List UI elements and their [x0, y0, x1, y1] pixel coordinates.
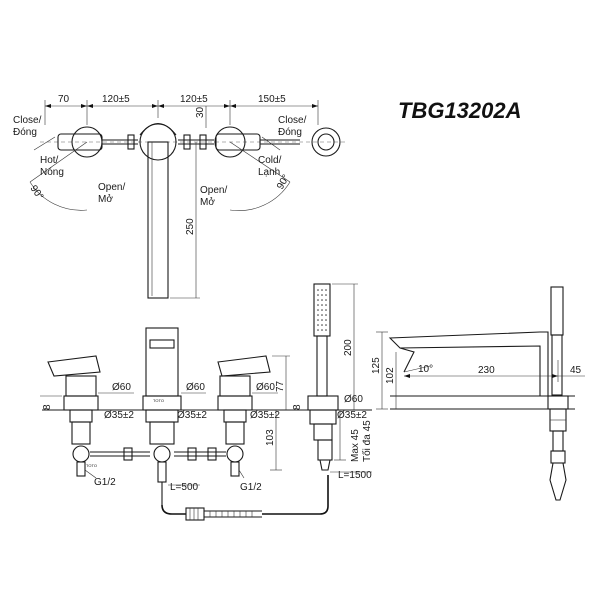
- d60-2: Ø60: [186, 382, 205, 393]
- dim-200: 200: [343, 339, 354, 356]
- dim-230: 230: [478, 365, 495, 376]
- top-view: 70 120±5 120±5 150±5 30 Close/ Đóng Hot/…: [13, 94, 345, 299]
- g12-left: G1/2: [94, 477, 116, 488]
- left-hot-label: Hot/: [40, 155, 59, 166]
- dim-150: 150±5: [258, 94, 286, 105]
- d35-2: Ø35±2: [177, 410, 207, 421]
- d35-4: Ø35±2: [337, 410, 367, 421]
- dim-30: 30: [195, 106, 206, 118]
- d35-1: Ø35±2: [104, 410, 134, 421]
- left-close-label: Close/: [13, 115, 42, 126]
- left-hot-label-vn: Nóng: [40, 167, 64, 178]
- dim-max45: Max 45: [350, 429, 361, 462]
- dim-8-left: 8: [42, 404, 53, 410]
- d60-1: Ø60: [112, 382, 131, 393]
- dim-120-right: 120±5: [180, 94, 208, 105]
- shower-nozzles: [317, 289, 327, 331]
- center-open-label: Open/: [200, 185, 227, 196]
- dim-250: 250: [185, 218, 196, 235]
- dim-125: 125: [371, 357, 382, 374]
- front-view: TOTO 200 77 8 8: [40, 283, 373, 521]
- angle-10: 10°: [418, 364, 433, 375]
- dim-70: 70: [58, 94, 70, 105]
- right-cold-label-vn: Lạnh: [258, 167, 280, 178]
- d60-3: Ø60: [256, 382, 275, 393]
- right-cold-label: Cold/: [258, 155, 282, 166]
- dim-120-left: 120±5: [102, 94, 130, 105]
- dim-103: 103: [265, 429, 276, 446]
- g12-right: G1/2: [240, 482, 262, 493]
- side-view: 10° 125 102 230 45: [371, 286, 585, 501]
- brand-mark-top: TOTO: [153, 398, 164, 403]
- left-open-label-vn: Mở: [98, 193, 113, 205]
- dim-45: 45: [570, 365, 582, 376]
- right-close-label: Close/: [278, 115, 307, 126]
- center-open-label-vn: Mở: [200, 196, 215, 208]
- right-close-label-vn: Đóng: [278, 127, 302, 138]
- dim-8-right: 8: [292, 404, 303, 410]
- dim-102: 102: [385, 367, 396, 384]
- left-angle-label: 90°: [28, 183, 46, 202]
- model-title: TBG13202A: [398, 98, 522, 123]
- d60-4: Ø60: [344, 394, 363, 405]
- d35-3: Ø35±2: [250, 410, 280, 421]
- dim-max45-vn: Tối đa 45: [361, 420, 373, 462]
- brand-mark-bottom: TOTO: [86, 463, 97, 468]
- left-open-label: Open/: [98, 182, 125, 193]
- left-close-label-vn: Đóng: [13, 127, 37, 138]
- dim-77: 77: [275, 380, 286, 392]
- hose-ribs: [209, 511, 253, 517]
- hose-l500: L=500: [170, 482, 199, 493]
- hose-l1500: L=1500: [338, 470, 372, 481]
